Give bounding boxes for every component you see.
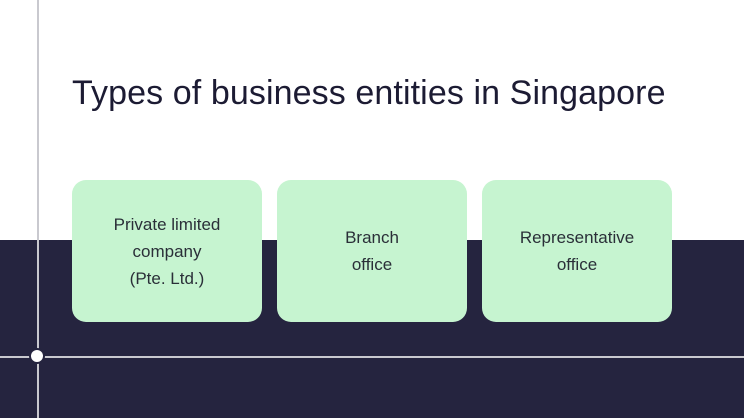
entity-card-label: Representative office [519,228,635,274]
entity-card-label: Branch office [345,228,399,274]
entity-card-private-limited: Private limited company (Pte. Ltd.) [72,180,262,322]
intersection-dot-icon [31,350,43,362]
entity-card-branch-office: Branch office [277,180,467,322]
slide-title: Types of business entities in Singapore [72,74,666,112]
horizontal-guide-line [0,356,744,358]
entity-card-label: Private limited company (Pte. Ltd.) [113,214,221,288]
vertical-guide-line [37,0,39,418]
entity-card-representative-office: Representative office [482,180,672,322]
